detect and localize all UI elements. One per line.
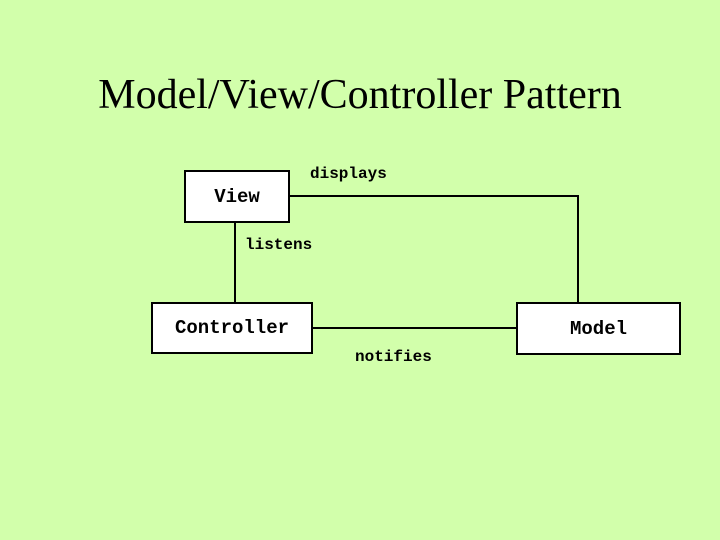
diagram-node-model[interactable]: Model — [516, 302, 681, 355]
edge-listens-vertical-segment — [234, 222, 236, 304]
diagram-node-view[interactable]: View — [184, 170, 290, 223]
diagram-node-view-label: View — [214, 185, 260, 208]
edge-label-displays: displays — [310, 165, 387, 183]
page-title: Model/View/Controller Pattern — [98, 72, 622, 118]
diagram-node-controller-label: Controller — [174, 317, 290, 339]
edge-notifies-horizontal-segment — [312, 327, 517, 329]
diagram-node-controller[interactable]: Controller — [151, 302, 313, 354]
edge-displays-vertical-segment — [577, 195, 579, 304]
edge-displays-horizontal-segment — [289, 195, 579, 197]
edge-label-notifies: notifies — [355, 348, 432, 366]
diagram-node-model-label: Model — [569, 317, 627, 340]
edge-label-listens: listens — [245, 236, 313, 254]
